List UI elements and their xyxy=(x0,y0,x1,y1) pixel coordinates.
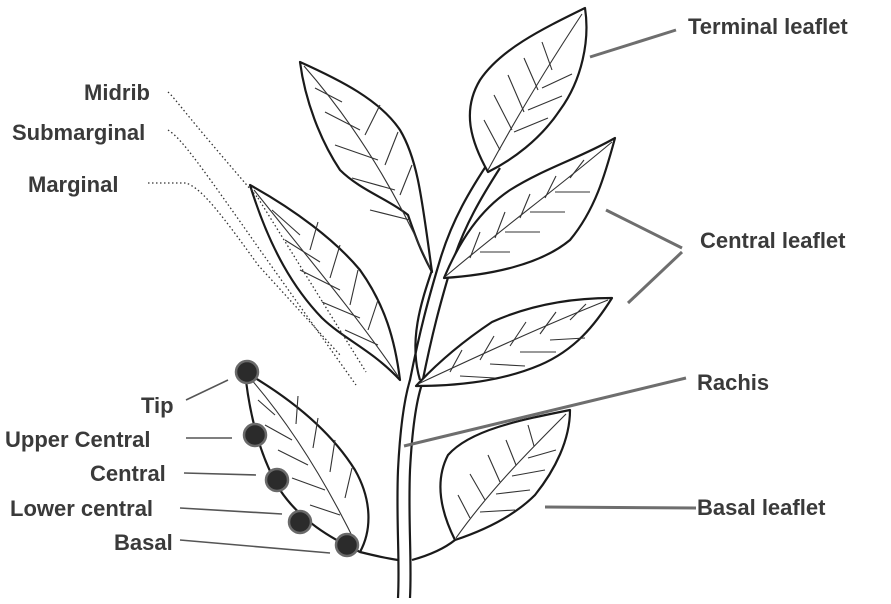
terminal-leaflet xyxy=(470,8,587,172)
upper-central-label: Upper Central xyxy=(5,427,150,452)
tip-leader xyxy=(186,380,228,400)
basal-label: Basal xyxy=(114,530,173,555)
submarginal-label: Submarginal xyxy=(12,120,145,145)
marginal-label: Marginal xyxy=(28,172,118,197)
central-dot xyxy=(266,469,288,491)
lower-left-leaflet xyxy=(250,185,400,380)
basal-leaflet-label: Basal leaflet xyxy=(697,495,826,520)
basal-leaflet-right xyxy=(441,410,570,540)
lower-central-dot xyxy=(289,511,311,533)
central-leader xyxy=(184,473,256,475)
central-leader-1 xyxy=(606,210,682,248)
basal-leader-left xyxy=(180,540,330,553)
basal-dot xyxy=(336,534,358,556)
tip-label: Tip xyxy=(141,393,174,418)
rachis-label: Rachis xyxy=(697,370,769,395)
midrib-label: Midrib xyxy=(84,80,150,105)
central-leader-2 xyxy=(628,252,682,303)
upper-central-dot xyxy=(244,424,266,446)
basal-leader xyxy=(545,507,696,508)
central-label: Central xyxy=(90,461,166,486)
tip-dot xyxy=(236,361,258,383)
central-leaflet-lower xyxy=(416,298,612,386)
lower-central-leader xyxy=(180,508,282,514)
central-leaflet-label: Central leaflet xyxy=(700,228,846,253)
terminal-leader xyxy=(590,30,676,57)
terminal-leaflet-label: Terminal leaflet xyxy=(688,14,848,39)
lower-central-label: Lower central xyxy=(10,496,153,521)
central-leaflet-upper xyxy=(444,138,615,278)
midrib-leader xyxy=(168,92,258,198)
